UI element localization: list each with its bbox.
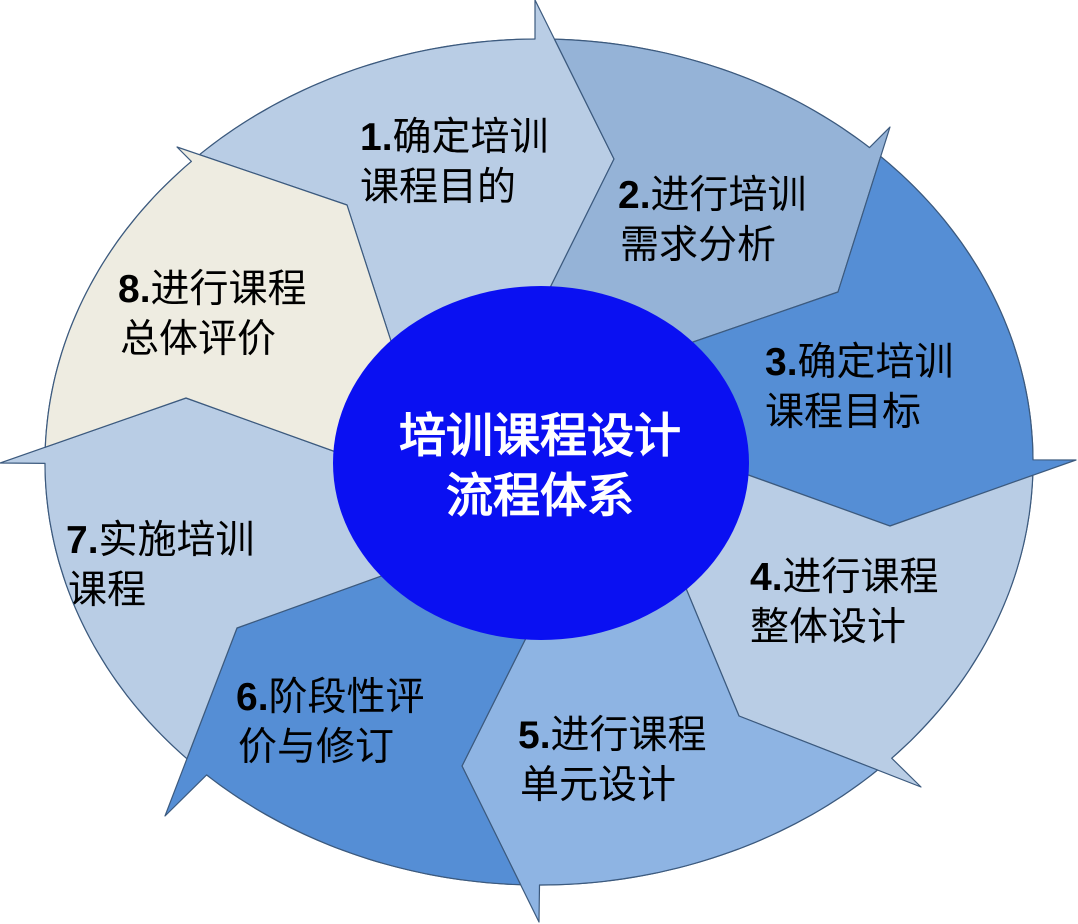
step-4-arrow-segment bbox=[540, 457, 1034, 788]
step-5-number: 5. bbox=[518, 714, 551, 757]
step-1-number: 1. bbox=[360, 116, 393, 159]
center-title-line1: 培训课程设计 bbox=[399, 409, 681, 464]
step-2-number: 2. bbox=[618, 174, 651, 217]
step-4-label-line2: 整体设计 bbox=[750, 605, 906, 650]
step-6-label-line2: 价与修订 bbox=[238, 725, 394, 770]
step-6-label-line1: 6.阶段性评 bbox=[236, 675, 425, 720]
step-8-text: 进行课程 bbox=[151, 267, 307, 312]
step-8-label-line2: 总体评价 bbox=[120, 317, 276, 362]
step-1-text: 确定培训 bbox=[393, 115, 549, 160]
step-6-number: 6. bbox=[236, 676, 269, 719]
center-circle bbox=[333, 286, 749, 640]
step-7-text: 实施培训 bbox=[99, 518, 255, 563]
step-1-label-line1: 1.确定培训 bbox=[360, 115, 549, 160]
step-labels: 1.确定培训 课程目的 2.进行培训 需求分析 3.确定培训 课程目标 4.进行… bbox=[66, 115, 954, 808]
step-3-number: 3. bbox=[765, 341, 798, 384]
step-8-number: 8. bbox=[118, 268, 151, 311]
step-3-text: 确定培训 bbox=[798, 340, 954, 385]
step-2-text: 进行培训 bbox=[651, 173, 807, 218]
step-3-label-line2: 课程目标 bbox=[765, 390, 921, 435]
step-2-label-line2: 需求分析 bbox=[620, 223, 776, 268]
center-title-line2: 流程体系 bbox=[446, 469, 634, 524]
step-1-label-line2: 课程目的 bbox=[360, 165, 516, 210]
step-4-label-line1: 4.进行课程 bbox=[750, 555, 939, 600]
step-8-label-line1: 8.进行课程 bbox=[118, 267, 307, 312]
step-2-label-line1: 2.进行培训 bbox=[618, 173, 807, 218]
step-5-label-line2: 单元设计 bbox=[520, 763, 676, 808]
step-5-label-line1: 5.进行课程 bbox=[518, 713, 707, 758]
step-7-number: 7. bbox=[66, 519, 99, 562]
step-4-number: 4. bbox=[750, 556, 783, 599]
step-7-label-line2: 课程 bbox=[68, 568, 146, 613]
step-6-text: 阶段性评 bbox=[269, 675, 425, 720]
step-3-label-line1: 3.确定培训 bbox=[765, 340, 954, 385]
step-5-text: 进行课程 bbox=[551, 713, 707, 758]
step-7-label-line1: 7.实施培训 bbox=[66, 518, 255, 563]
step-4-text: 进行课程 bbox=[783, 555, 939, 600]
